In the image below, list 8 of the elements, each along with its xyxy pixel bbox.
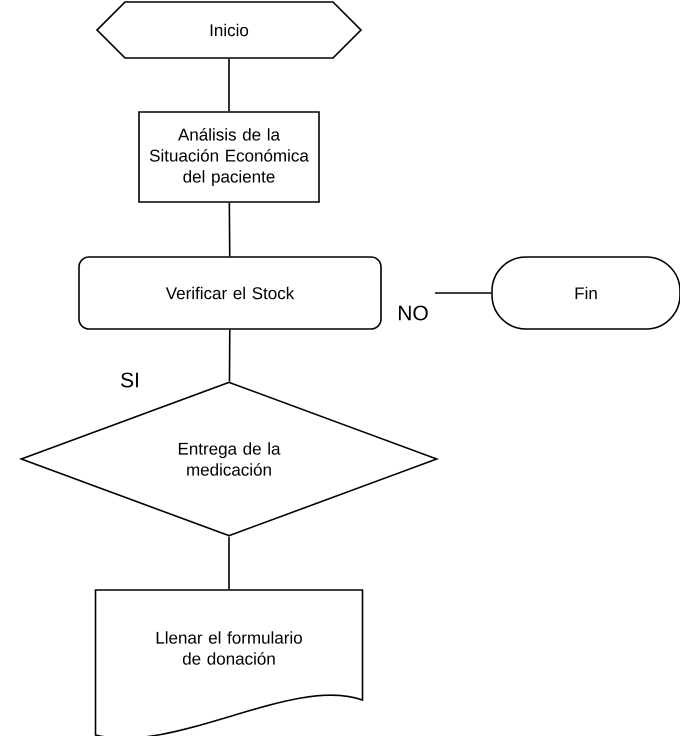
connector-line bbox=[228, 202, 231, 256]
connector-line bbox=[228, 330, 231, 382]
process-box: Verificar el Stock bbox=[78, 256, 382, 330]
connector-line bbox=[228, 536, 230, 590]
connector-line bbox=[228, 58, 230, 112]
edge-label: NO bbox=[396, 304, 430, 322]
connector-line bbox=[435, 292, 492, 294]
process-box: Análisis de la Situación Económica del paciente bbox=[138, 111, 320, 203]
